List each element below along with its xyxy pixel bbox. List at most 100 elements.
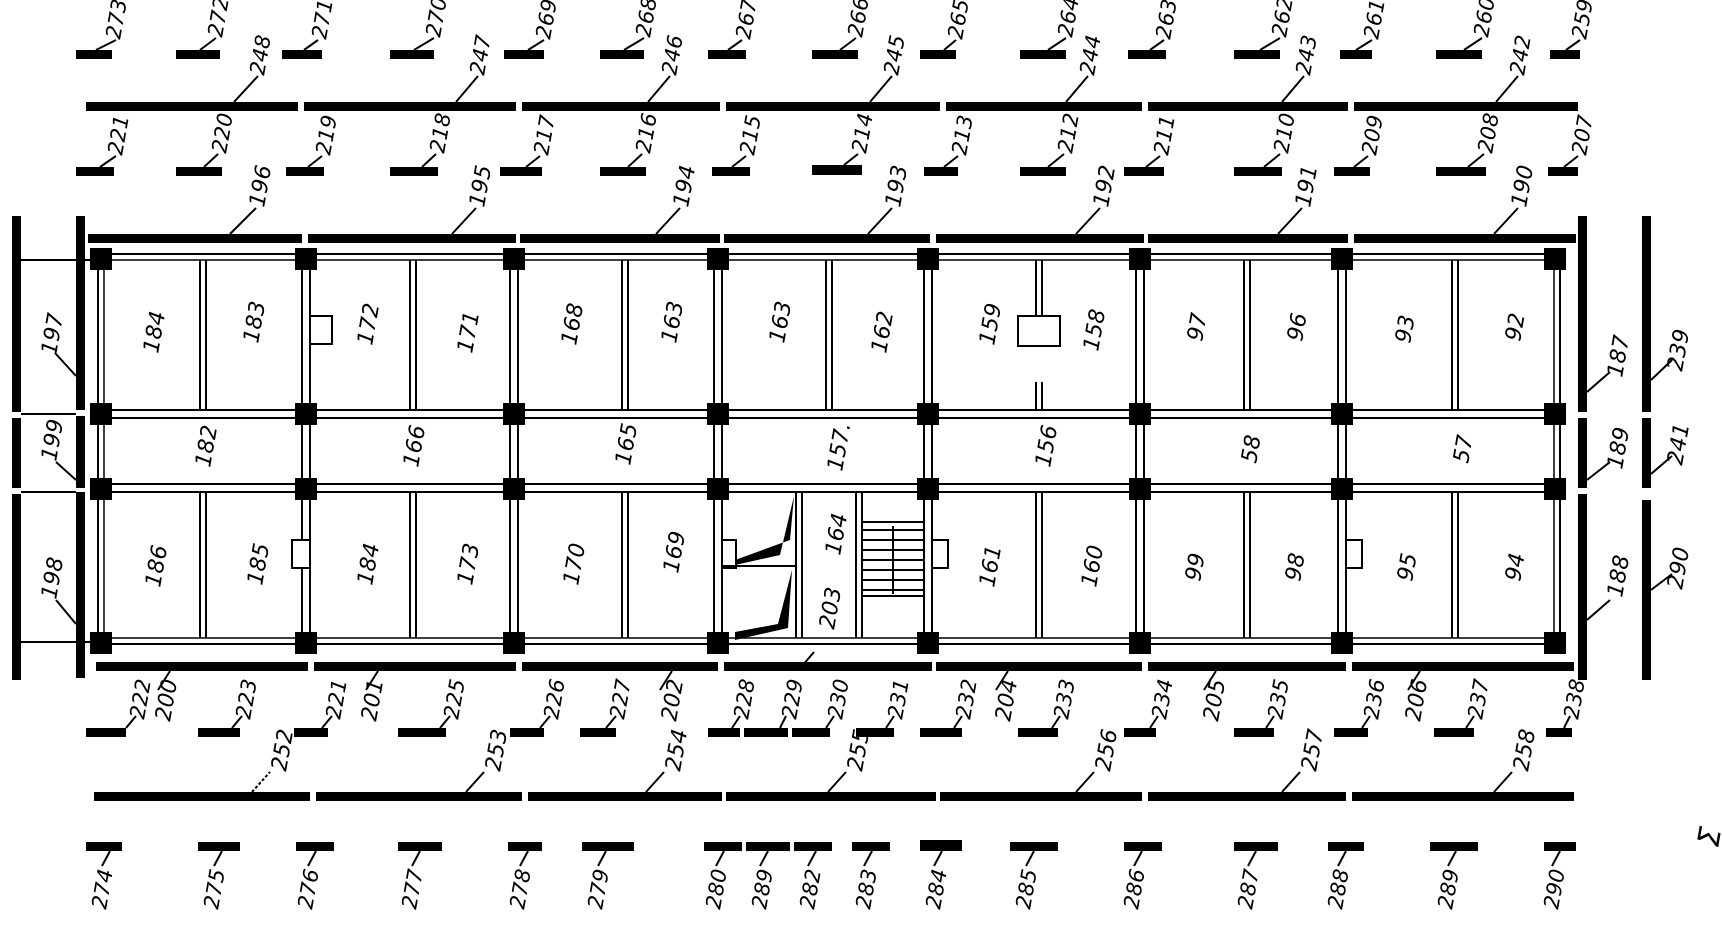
room-94: 94 bbox=[1501, 551, 1530, 583]
notch bbox=[931, 539, 949, 569]
room-170: 170 bbox=[559, 541, 591, 587]
room-203: 203 bbox=[815, 585, 847, 631]
label-212: 212 bbox=[1053, 111, 1084, 155]
notch bbox=[1017, 315, 1061, 347]
bar-193 bbox=[724, 234, 930, 243]
label-221-bottom: 221 bbox=[321, 677, 352, 721]
label-215: 215 bbox=[735, 113, 766, 157]
label-264: 264 bbox=[1053, 0, 1084, 39]
label-198: 198 bbox=[37, 555, 69, 601]
bar-230 bbox=[792, 728, 830, 737]
bar-271 bbox=[282, 50, 322, 59]
label-238: 238 bbox=[1559, 677, 1590, 721]
label-279: 279 bbox=[583, 867, 614, 911]
bar-288 bbox=[1328, 842, 1364, 851]
label-195: 195 bbox=[465, 163, 497, 209]
bar-279 bbox=[582, 842, 634, 851]
notch bbox=[721, 539, 737, 569]
label-192: 192 bbox=[1089, 163, 1121, 209]
label-218: 218 bbox=[425, 111, 456, 155]
label-201: 201 bbox=[357, 677, 389, 723]
label-275: 275 bbox=[199, 867, 230, 911]
label-236: 236 bbox=[1359, 677, 1390, 721]
notch bbox=[291, 539, 311, 569]
bar-247 bbox=[304, 102, 516, 111]
bar-270 bbox=[390, 50, 434, 59]
bar-254 bbox=[528, 792, 722, 801]
room-99: 99 bbox=[1181, 551, 1210, 583]
bar-285 bbox=[1010, 842, 1058, 851]
bar-239 bbox=[1642, 216, 1651, 412]
bar-260 bbox=[1436, 50, 1482, 59]
bar-204 bbox=[936, 662, 1142, 671]
building-outline bbox=[97, 253, 1561, 645]
label-266: 266 bbox=[843, 0, 874, 39]
bar-206 bbox=[1352, 662, 1574, 671]
room-96: 96 bbox=[1283, 311, 1312, 343]
bar-220 bbox=[176, 167, 222, 176]
bar-192 bbox=[936, 234, 1144, 243]
corridor-182: 182 bbox=[191, 423, 223, 469]
bar-289-b bbox=[1430, 842, 1478, 851]
label-288: 288 bbox=[1323, 867, 1354, 911]
bar-233 bbox=[1018, 728, 1058, 737]
label-261: 261 bbox=[1359, 0, 1390, 41]
label-263: 263 bbox=[1151, 0, 1182, 41]
bar-202 bbox=[522, 662, 718, 671]
bar-255 bbox=[726, 792, 936, 801]
bar-283 bbox=[852, 842, 890, 851]
bar-236 bbox=[1334, 728, 1368, 737]
bar-259 bbox=[1550, 50, 1580, 59]
room-161: 161 bbox=[975, 543, 1007, 589]
label-234: 234 bbox=[1147, 677, 1178, 721]
room-172: 172 bbox=[353, 301, 385, 347]
label-221-top: 221 bbox=[103, 113, 134, 157]
bar-188 bbox=[1578, 494, 1587, 680]
label-286: 286 bbox=[1119, 867, 1150, 911]
column-squares bbox=[90, 248, 1566, 654]
bar-266 bbox=[812, 50, 858, 59]
bar-215 bbox=[712, 167, 750, 176]
label-246: 246 bbox=[657, 33, 688, 77]
bar-253 bbox=[316, 792, 522, 801]
label-290-side: 290 bbox=[1663, 545, 1695, 591]
label-276: 276 bbox=[293, 867, 324, 911]
room-169: 169 bbox=[659, 529, 691, 575]
bar-287 bbox=[1234, 842, 1278, 851]
label-285: 285 bbox=[1011, 867, 1042, 911]
column-lines bbox=[301, 254, 1347, 644]
bar-198 bbox=[76, 492, 85, 678]
room-93: 93 bbox=[1391, 313, 1420, 345]
label-232: 232 bbox=[951, 677, 982, 721]
bar-232 bbox=[920, 728, 962, 737]
label-289-b: 289 bbox=[1433, 867, 1464, 911]
bar-221-top bbox=[76, 167, 114, 176]
room-163-b: 163 bbox=[765, 299, 797, 345]
room-labels-upper: 184 183 172 171 168 163 163 162 159 158 … bbox=[139, 299, 1530, 355]
bar-275 bbox=[198, 842, 240, 851]
label-241: 241 bbox=[1663, 421, 1695, 467]
label-272: 272 bbox=[203, 0, 234, 39]
bar-227 bbox=[580, 728, 616, 737]
bar-263 bbox=[1128, 50, 1166, 59]
bar-211 bbox=[1124, 167, 1164, 176]
label-217: 217 bbox=[529, 113, 560, 157]
label-229: 229 bbox=[777, 677, 808, 721]
bar-256 bbox=[940, 792, 1142, 801]
label-207: 207 bbox=[1567, 113, 1598, 157]
bar-237 bbox=[1434, 728, 1474, 737]
bar-276 bbox=[296, 842, 334, 851]
room-186: 186 bbox=[141, 543, 173, 589]
label-254: 254 bbox=[661, 727, 693, 773]
label-208: 208 bbox=[1473, 111, 1504, 155]
label-242: 242 bbox=[1505, 33, 1536, 77]
bar-187 bbox=[1578, 216, 1587, 412]
bar-201 bbox=[314, 662, 516, 671]
bar-264 bbox=[1020, 50, 1066, 59]
staircase bbox=[861, 521, 925, 597]
room-labels-lower: 186 185 184 173 170 169 164 161 160 99 9… bbox=[141, 511, 1530, 631]
bar-209 bbox=[1334, 167, 1370, 176]
label-233: 233 bbox=[1049, 677, 1080, 721]
label-211: 211 bbox=[1149, 113, 1180, 157]
bar-245 bbox=[726, 102, 940, 111]
